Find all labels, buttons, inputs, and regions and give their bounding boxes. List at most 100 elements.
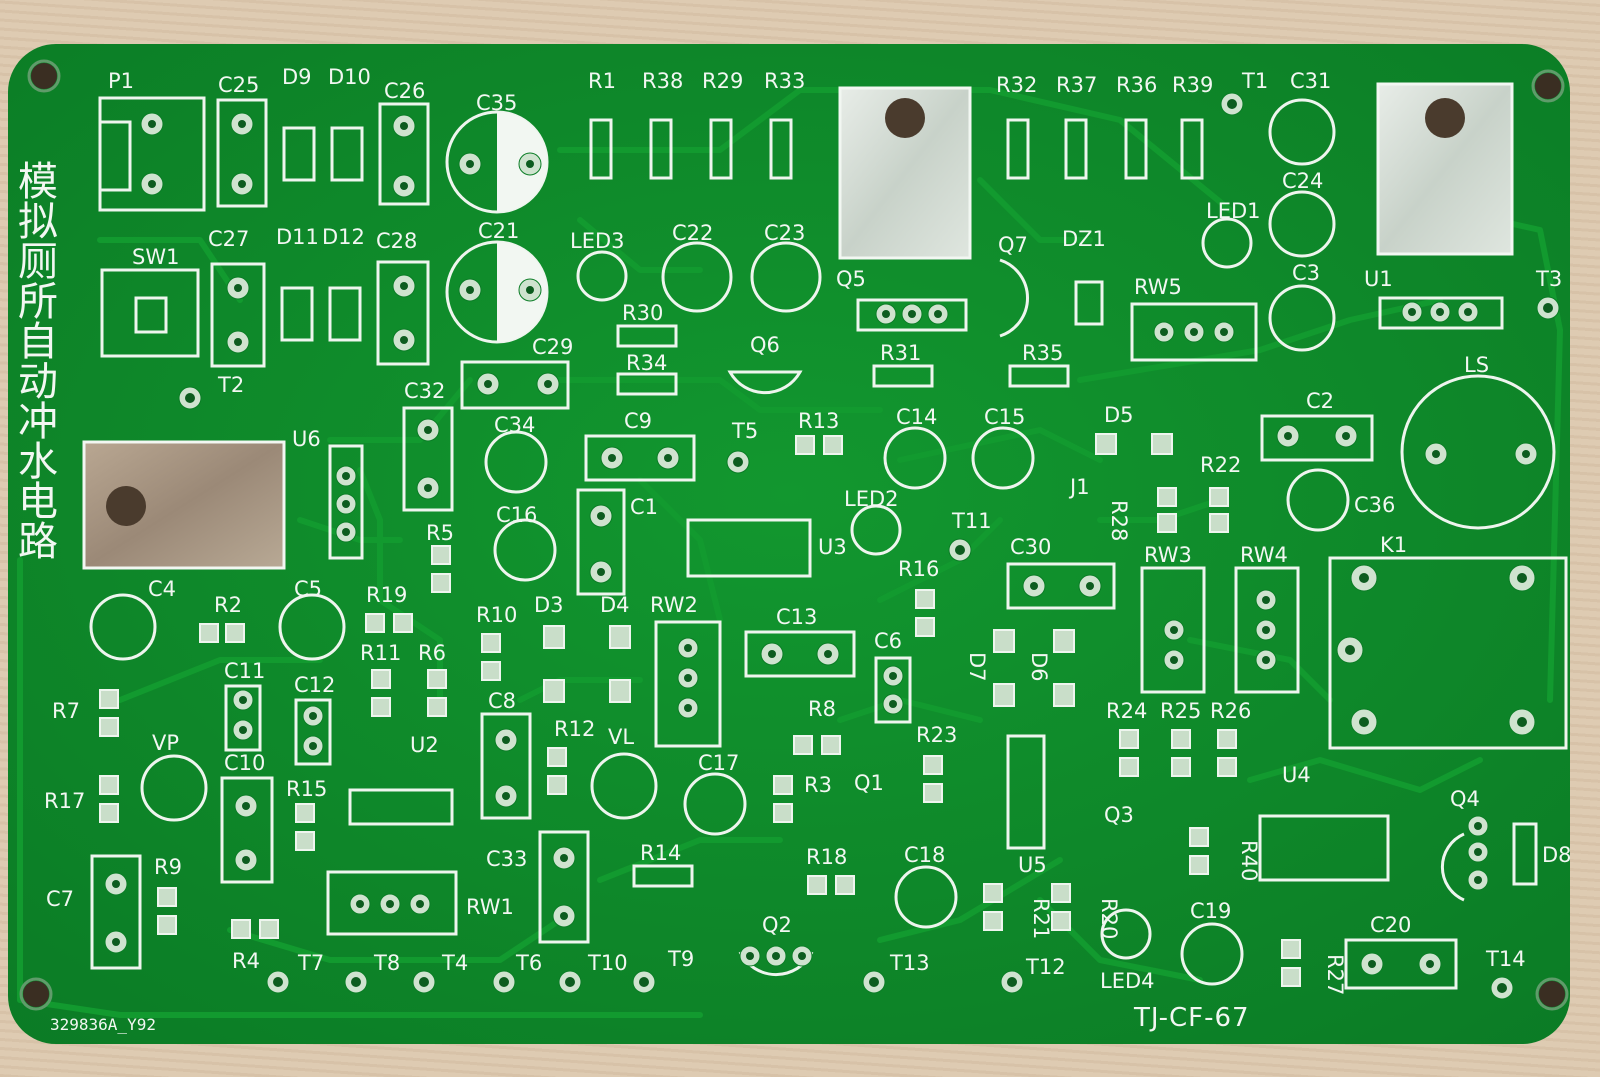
label-C1: C1 <box>630 495 658 519</box>
label-R12: R12 <box>554 717 595 741</box>
label-R11: R11 <box>360 641 401 665</box>
label-R30: R30 <box>622 301 663 325</box>
label-R1: R1 <box>588 69 616 93</box>
label-T10: T10 <box>587 951 628 975</box>
label-R40: R40 <box>1237 840 1261 881</box>
label-C12: C12 <box>294 673 335 697</box>
label-D5: D5 <box>1104 403 1134 427</box>
silkscreen-labels: P1 C25 D9 D10 C26 C35 R1 R38 R29 R33 R32… <box>11 65 1572 1034</box>
label-C3: C3 <box>1292 261 1320 285</box>
label-U2: U2 <box>410 733 439 757</box>
label-C25: C25 <box>218 73 259 97</box>
label-Q3: Q3 <box>1104 803 1134 827</box>
label-T7: T7 <box>297 951 324 975</box>
label-C4: C4 <box>148 577 176 601</box>
label-R23: R23 <box>916 723 957 747</box>
label-C22: C22 <box>672 221 713 245</box>
label-T9: T9 <box>667 947 694 971</box>
label-T11: T11 <box>951 509 992 533</box>
label-R18: R18 <box>806 845 847 869</box>
label-T3: T3 <box>1535 267 1562 291</box>
label-C21: C21 <box>478 219 519 243</box>
label-C17: C17 <box>698 751 739 775</box>
heatsinks <box>82 82 1514 570</box>
label-C5: C5 <box>294 577 322 601</box>
label-T1: T1 <box>1241 69 1268 93</box>
label-C19: C19 <box>1190 899 1231 923</box>
label-R22: R22 <box>1200 453 1241 477</box>
label-D9: D9 <box>282 65 312 89</box>
label-R33: R33 <box>764 69 805 93</box>
label-C6: C6 <box>874 629 902 653</box>
label-R16: R16 <box>898 557 939 581</box>
label-T8: T8 <box>373 951 400 975</box>
label-R10: R10 <box>476 603 517 627</box>
label-R19: R19 <box>366 583 407 607</box>
label-C10: C10 <box>224 751 265 775</box>
label-Q4: Q4 <box>1450 787 1480 811</box>
label-R21: R21 <box>1029 898 1053 939</box>
label-D6: D6 <box>1027 652 1051 682</box>
label-C14: C14 <box>896 405 937 429</box>
label-C27: C27 <box>208 227 249 251</box>
copper-traces <box>17 87 1563 1018</box>
label-P1: P1 <box>108 69 134 93</box>
label-T5: T5 <box>731 419 758 443</box>
label-RW1: RW1 <box>466 895 514 919</box>
label-C31: C31 <box>1290 69 1331 93</box>
label-C24: C24 <box>1282 169 1323 193</box>
label-C20: C20 <box>1370 913 1411 937</box>
label-R37: R37 <box>1056 73 1097 97</box>
label-C32: C32 <box>404 379 445 403</box>
label-R15: R15 <box>286 777 327 801</box>
label-LED2: LED2 <box>844 487 899 511</box>
label-U3: U3 <box>818 535 847 559</box>
label-C9: C9 <box>624 409 652 433</box>
label-C15: C15 <box>984 405 1025 429</box>
label-U6: U6 <box>292 427 321 451</box>
label-T14: T14 <box>1485 947 1526 971</box>
label-R9: R9 <box>154 855 182 879</box>
label-T12: T12 <box>1025 955 1066 979</box>
label-C36: C36 <box>1354 493 1395 517</box>
label-R26: R26 <box>1210 699 1251 723</box>
label-R6: R6 <box>418 641 446 665</box>
label-R27: R27 <box>1323 954 1347 995</box>
label-C7: C7 <box>46 887 74 911</box>
label-D7: D7 <box>965 652 989 682</box>
label-R28: R28 <box>1107 500 1131 541</box>
label-C11: C11 <box>224 659 265 683</box>
label-K1: K1 <box>1380 533 1407 557</box>
label-Q1: Q1 <box>854 771 884 795</box>
board-model: TJ-CF-67 <box>1133 1003 1250 1033</box>
label-U4: U4 <box>1282 763 1311 787</box>
label-R17: R17 <box>44 789 85 813</box>
label-RW3: RW3 <box>1144 543 1192 567</box>
label-VP: VP <box>152 731 179 755</box>
label-C8: C8 <box>488 689 516 713</box>
label-T6: T6 <box>515 951 542 975</box>
label-RW5: RW5 <box>1134 275 1182 299</box>
label-R29: R29 <box>702 69 743 93</box>
label-C28: C28 <box>376 229 417 253</box>
label-C23: C23 <box>764 221 805 245</box>
label-R38: R38 <box>642 69 683 93</box>
label-C16: C16 <box>496 503 537 527</box>
label-R5: R5 <box>426 521 454 545</box>
label-D12: D12 <box>322 225 365 249</box>
label-R35: R35 <box>1022 341 1063 365</box>
label-R32: R32 <box>996 73 1037 97</box>
label-R31: R31 <box>880 341 921 365</box>
label-R7: R7 <box>52 699 80 723</box>
label-U5: U5 <box>1018 853 1047 877</box>
through-hole-pads <box>104 92 1560 1000</box>
label-LED4: LED4 <box>1100 969 1155 993</box>
label-D10: D10 <box>328 65 371 89</box>
label-J1: J1 <box>1068 475 1090 499</box>
label-DZ1: DZ1 <box>1062 227 1106 251</box>
label-R4: R4 <box>232 949 260 973</box>
label-Q6: Q6 <box>750 333 780 357</box>
label-R24: R24 <box>1106 699 1147 723</box>
label-LS: LS <box>1464 353 1489 377</box>
